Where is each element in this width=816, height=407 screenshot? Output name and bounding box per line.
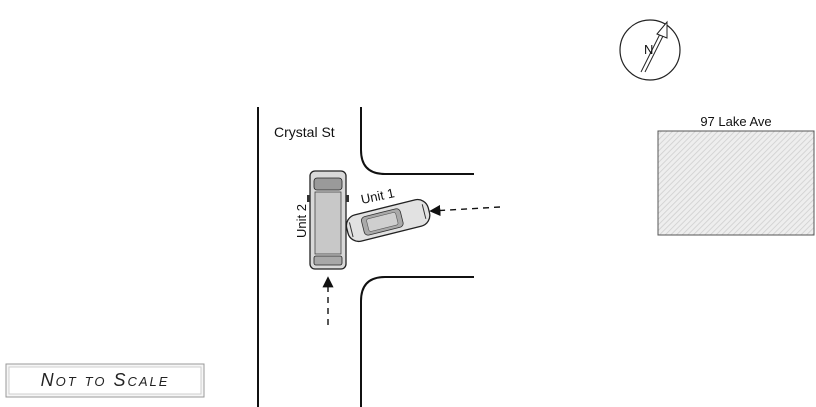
building-label: 97 Lake Ave: [700, 114, 771, 129]
building-97-lake-ave: 97 Lake Ave: [657, 114, 815, 236]
scale-note-text: Not to Scale: [41, 370, 170, 390]
compass-icon: N: [619, 19, 681, 81]
compass-north-label: N: [644, 42, 653, 57]
unit-1-label: Unit 1: [360, 185, 396, 207]
not-to-scale-badge: Not to Scale: [5, 363, 205, 398]
southeast-curb: [360, 276, 474, 407]
road-edges: [257, 107, 474, 407]
unit-1-vehicle: [345, 198, 431, 243]
unit-2-vehicle: Unit 2: [294, 170, 349, 270]
street-label: Crystal St: [274, 124, 335, 140]
unit-2-label: Unit 2: [294, 204, 309, 238]
unit-1-travel-arrow: [429, 204, 501, 217]
northeast-curb: [360, 107, 474, 175]
